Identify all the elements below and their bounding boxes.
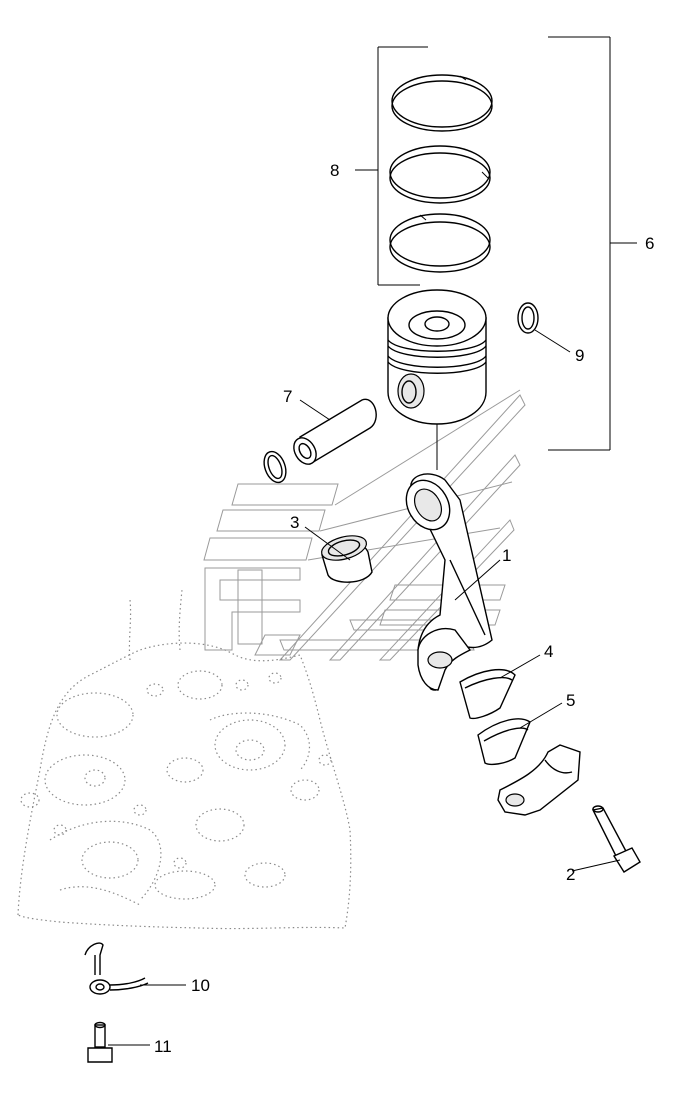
callout-6: 6 (645, 234, 654, 253)
bracket-ring-set (355, 46, 428, 286)
piston (387, 289, 487, 425)
snap-ring-right (517, 302, 539, 334)
piston-cooling-nozzle (84, 942, 149, 995)
piston-pin (293, 398, 377, 466)
connecting-rod (405, 473, 493, 691)
bearing-shell-upper (459, 668, 516, 720)
callout-8: 8 (330, 161, 339, 180)
leader-lines (108, 329, 621, 1046)
piston-ring-middle (389, 145, 491, 204)
snap-ring-left (263, 450, 287, 484)
piston-ring-oil (389, 213, 491, 273)
callout-7: 7 (283, 387, 292, 406)
callout-4: 4 (544, 642, 553, 661)
connecting-rod-bolt (591, 805, 641, 873)
bearing-shell-lower (477, 718, 531, 766)
callout-1: 1 (502, 546, 511, 565)
piston-ring-top (391, 74, 493, 132)
connecting-rod-cap (497, 744, 581, 816)
callout-9: 9 (575, 346, 584, 365)
engine-block-outline (17, 589, 352, 930)
callout-11: 11 (154, 1037, 172, 1056)
callout-2: 2 (566, 865, 575, 884)
small-end-bushing (321, 535, 373, 583)
callout-5: 5 (566, 691, 575, 710)
bracket-piston-set (548, 36, 637, 451)
callout-3: 3 (290, 513, 299, 532)
nozzle-bolt (87, 1021, 113, 1063)
callout-10: 10 (191, 976, 210, 995)
